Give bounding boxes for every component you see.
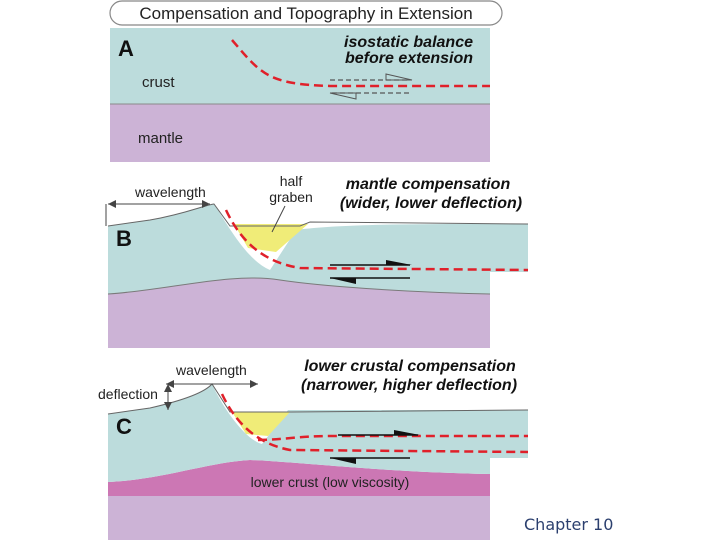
panel-c-letter: C (116, 414, 132, 439)
panel-b-half-graben-leader (271, 205, 286, 233)
panel-a-crust-label: crust (142, 74, 175, 91)
panel-c-fault-trace (220, 393, 529, 454)
panel-c-deflection-label: deflection (98, 386, 158, 402)
panel-a-mantle (110, 104, 490, 162)
panel-a-letter: A (118, 36, 134, 61)
title-box (109, 0, 503, 26)
panel-a-fault-trace (231, 39, 490, 88)
panel-c-upper-arrowhead (394, 430, 420, 435)
panel-b-wavelength-label: wavelength (134, 184, 206, 200)
panel-c-surface (107, 383, 529, 415)
panel-c-wavelength-label: wavelength (175, 362, 247, 378)
panel-c-lower-arrowhead (330, 458, 356, 464)
panel-b: B wavelength half graben mantle compensa… (105, 173, 529, 348)
panel-a-mantle-label: mantle (138, 130, 183, 147)
panel-a-crust (110, 28, 490, 104)
diagram-title: Compensation and Topography in Extension (139, 4, 472, 23)
panel-b-basin-fill (234, 224, 308, 252)
panel-b-wavelength-arrowhead-left (108, 200, 116, 208)
panel-b-caption-line1: mantle compensation (346, 176, 511, 193)
panel-b-wavelength-arrowhead-right (202, 200, 210, 208)
panel-c-lower-crust-label: lower crust (low viscosity) (251, 474, 410, 490)
chapter-footer: Chapter 10 (524, 515, 614, 534)
panel-b-half-graben-line2: graben (269, 189, 313, 205)
panel-c-wavelength-arrowhead-right (250, 380, 258, 388)
panel-c-crust (108, 384, 528, 482)
panel-a: A isostatic balance before extension cru… (110, 28, 490, 162)
panel-b-mantle (108, 277, 490, 348)
panel-c-caption-line2: (narrower, higher deflection) (301, 377, 517, 394)
panel-c: C wavelength deflection lower crustal co… (98, 358, 529, 540)
panel-b-lower-arrowhead (330, 278, 356, 284)
panel-c-caption-line1: lower crustal compensation (304, 358, 516, 375)
panel-b-crust (108, 204, 528, 294)
panel-a-caption-line1: isostatic balance (344, 34, 473, 51)
panel-b-letter: B (116, 226, 132, 251)
panel-b-surface (107, 203, 529, 227)
panel-c-lower-crust (108, 460, 490, 496)
panel-b-moho (107, 277, 491, 295)
panel-c-mantle (108, 496, 490, 540)
panel-c-fault-upper (257, 434, 528, 442)
panel-c-deflection-arrowhead-bottom (164, 402, 172, 410)
panel-b-half-graben-line1: half (280, 173, 303, 189)
panel-a-lower-arrowhead (329, 92, 357, 100)
panel-a-caption-line2: before extension (345, 50, 473, 67)
panel-b-upper-arrowhead (386, 260, 412, 265)
panel-c-wavelength-arrowhead-left (166, 380, 174, 388)
panel-c-deflection-arrowhead-top (164, 384, 172, 392)
panel-b-caption-line2: (wider, lower deflection) (340, 195, 522, 212)
panel-a-upper-arrowhead (385, 73, 413, 81)
